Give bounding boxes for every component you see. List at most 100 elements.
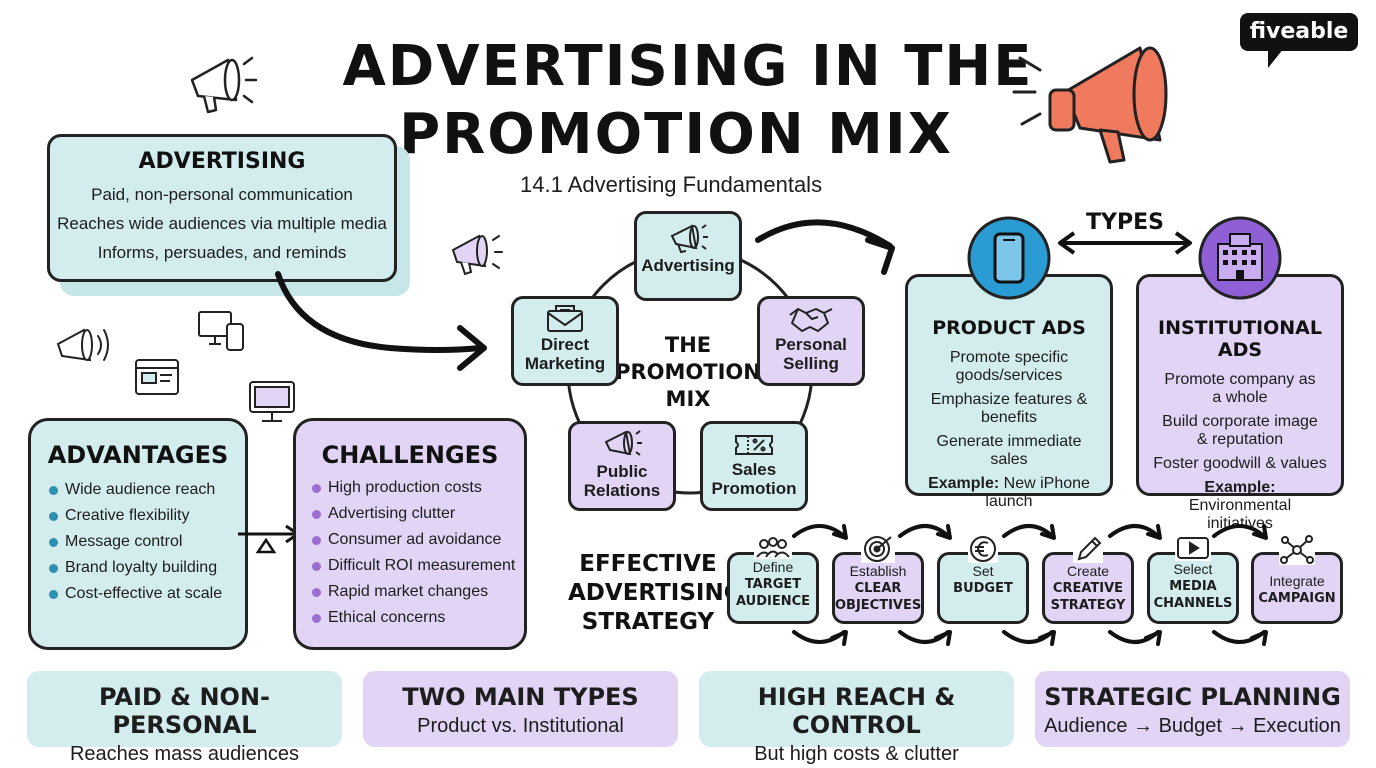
step-bold: AUDIENCE (735, 594, 811, 609)
product-ads-heading: PRODUCT ADS (932, 317, 1086, 339)
institutional-ads-line: Promote company as a whole (1164, 371, 1316, 406)
challenge-item: Ethical concerns (310, 605, 524, 631)
institutional-ads-line: Build corporate image & reputation (1162, 413, 1318, 448)
banner-sub: Product vs. Institutional (417, 715, 624, 737)
strategy-heading-line: ADVERTISING (568, 580, 743, 606)
envelope-icon (547, 305, 583, 332)
mix-node-sales-promotion: Sales Promotion (700, 421, 808, 511)
mix-node-public-relations: Public Relations (568, 421, 676, 511)
step-bold: CHANNELS (1153, 596, 1233, 611)
step-top: Define (752, 559, 794, 575)
page-title-line1: ADVERTISING IN THE (342, 34, 1034, 99)
mix-node-label: Selling (783, 354, 839, 373)
challenge-item: Difficult ROI measurement (310, 553, 524, 579)
banner-heading: TWO MAIN TYPES (402, 683, 639, 711)
mix-node-label: Public (596, 462, 648, 481)
network-icon (1279, 535, 1315, 565)
banner-heading: HIGH REACH & CONTROL (757, 683, 956, 739)
step-top: Integrate (1269, 573, 1325, 589)
product-ads-example-label: Example: (928, 475, 1000, 492)
advantage-item: Message control (47, 529, 245, 555)
brand-logo-tail (1268, 48, 1284, 68)
product-ads-line: Emphasize features & benefits (930, 391, 1088, 426)
video-player-icon (1175, 535, 1211, 561)
mix-node-personal-selling: Personal Selling (757, 296, 865, 386)
step-bold: MEDIA (1169, 579, 1217, 594)
mix-node-label: Relations (583, 481, 661, 500)
strategy-step-creative-strategy: Create CREATIVE STRATEGY (1042, 535, 1134, 624)
mix-node-direct-marketing: Direct Marketing (511, 296, 619, 386)
phone-icon (967, 216, 1051, 300)
step-top: Establish (849, 563, 907, 579)
institutional-ads-example-label: Example: (1204, 479, 1276, 496)
challenge-item: Advertising clutter (310, 501, 524, 527)
arrow-to-types (755, 219, 895, 275)
megaphone-icon (670, 224, 708, 254)
mix-node-label: Advertising (641, 256, 735, 275)
handshake-icon (789, 308, 833, 332)
devices-icon (198, 311, 244, 351)
advantage-item: Creative flexibility (47, 503, 245, 529)
megaphone-icon (604, 430, 642, 456)
product-ads-line: Promote specific goods/services (949, 349, 1069, 384)
advantages-heading: ADVANTAGES (47, 441, 229, 469)
advertising-box: ADVERTISING Paid, non-personal communica… (47, 134, 397, 282)
types-label: TYPES (1086, 210, 1164, 235)
promotion-mix-center-line: PROMOTION (615, 360, 761, 384)
advantage-item: Brand loyalty building (47, 555, 245, 581)
challenges-heading: CHALLENGES (321, 441, 499, 469)
megaphone-icon (1012, 46, 1168, 164)
advertising-line: Reaches wide audiences via multiple medi… (57, 214, 387, 233)
step-bold: STRATEGY (1050, 598, 1126, 613)
step-bold: TARGET (744, 577, 802, 592)
mix-node-label: Sales (731, 460, 777, 479)
banner-sub: Reaches mass audiences (69, 743, 299, 765)
advantages-box: ADVANTAGES Wide audience reach Creative … (28, 418, 248, 650)
strategy-step-clear-objectives: Establish CLEAR OBJECTIVES (832, 535, 924, 624)
institutional-ads-card: INSTITUTIONAL ADS Promote company as a w… (1136, 274, 1344, 532)
strategy-flow-arrows (792, 524, 1268, 646)
product-ads-example: New iPhone launch (985, 475, 1090, 510)
step-bold: CREATIVE (1052, 581, 1124, 596)
browser-window-icon (135, 359, 179, 395)
strategy-step-media-channels: Select MEDIA CHANNELS (1147, 535, 1239, 624)
euro-coin-icon (968, 535, 998, 563)
coupon-icon (735, 435, 773, 455)
step-top: Create (1066, 563, 1110, 579)
banner-strategic-planning: STRATEGIC PLANNING Audience → Budget → E… (1035, 671, 1350, 747)
strategy-heading: EFFECTIVE ADVERTISING STRATEGY (568, 550, 743, 637)
promotion-mix-center: THE PROMOTION MIX (613, 332, 763, 413)
people-icon (754, 535, 792, 559)
product-ads-line: Generate immediate sales (936, 433, 1082, 468)
building-icon (1198, 216, 1282, 300)
small-megaphone-icon (190, 56, 258, 114)
advertising-line: Paid, non-personal communication (91, 185, 353, 204)
pencil-icon (1073, 535, 1103, 563)
brand-logo: fiveable (1240, 13, 1358, 51)
banner-heading: STRATEGIC PLANNING (1044, 683, 1341, 711)
challenge-item: Consumer ad avoidance (310, 527, 524, 553)
mix-node-advertising: Advertising (634, 211, 742, 301)
advertising-line: Informs, persuades, and reminds (97, 243, 347, 262)
banner-sub: Audience → Budget → Execution (1044, 715, 1341, 737)
types-double-arrow (1058, 231, 1192, 255)
strategy-heading-line: EFFECTIVE (579, 551, 717, 577)
promotion-mix-center-line: MIX (665, 387, 711, 411)
strategy-heading-line: STRATEGY (581, 609, 715, 635)
advantage-item: Cost-effective at scale (47, 581, 245, 607)
challenge-item: Rapid market changes (310, 579, 524, 605)
step-top: Set (972, 563, 994, 579)
strategy-step-target-audience: Define TARGET AUDIENCE (727, 535, 819, 624)
advantage-item: Wide audience reach (47, 477, 245, 503)
megaphone-doodle-icon (56, 328, 109, 362)
step-top: Select (1173, 561, 1213, 577)
banner-heading: PAID & NON-PERSONAL (99, 683, 270, 739)
monitor-icon (249, 381, 295, 422)
mix-node-label: Direct (540, 335, 590, 354)
strategy-step-integrate-campaign: Integrate CAMPAIGN (1251, 535, 1343, 624)
advertising-heading: ADVERTISING (138, 149, 306, 174)
arrow-to-mix (275, 271, 487, 371)
page-subtitle: 14.1 Advertising Fundamentals (520, 172, 823, 197)
institutional-ads-line: Foster goodwill & values (1153, 455, 1327, 472)
institutional-ads-heading: INSTITUTIONAL ADS (1158, 317, 1322, 361)
